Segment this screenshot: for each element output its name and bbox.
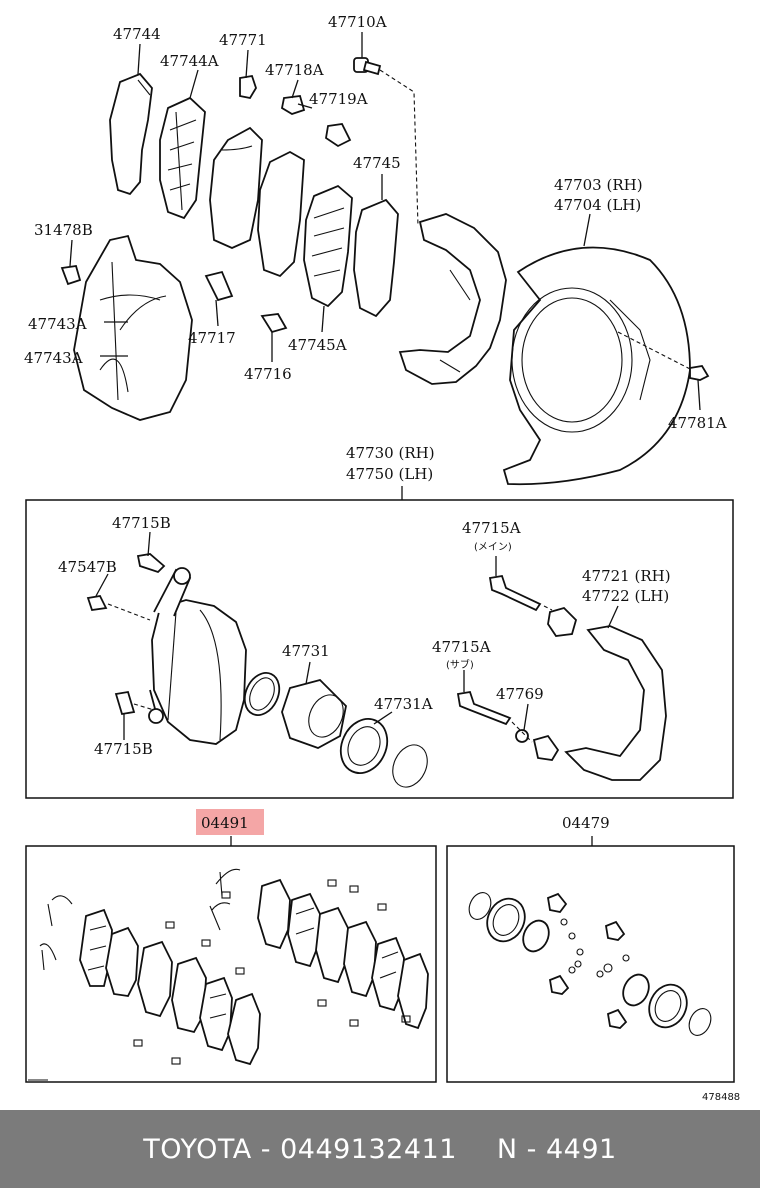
label-47704: 47704 (LH) — [554, 196, 641, 214]
clip-47718A — [280, 95, 306, 115]
label-47744A: 47744A — [160, 52, 219, 70]
label-47721: 47721 (RH) — [582, 567, 671, 585]
note-sub: (サブ) — [446, 658, 474, 671]
label-47745A: 47745A — [288, 336, 347, 354]
label-31478B: 31478B — [34, 221, 93, 239]
pad-inner — [209, 126, 263, 249]
seal-kit-box — [446, 845, 735, 1083]
clip-47771 — [239, 74, 257, 100]
dust-shield — [502, 246, 691, 486]
label-47703: 47703 (RH) — [554, 176, 643, 194]
piston-seal-47731 — [243, 672, 281, 716]
label-47743A-2: 47743A — [24, 349, 83, 367]
label-04479: 04479 — [562, 814, 610, 832]
mounting-bracket-top — [398, 213, 507, 385]
clip-47719A — [325, 123, 352, 148]
boot-47731A — [339, 718, 389, 774]
label-47730: 47730 (RH) — [346, 444, 435, 462]
bolt-47710A — [353, 57, 382, 76]
slide-pin-47715A-main — [488, 574, 542, 612]
label-47781A: 47781A — [668, 414, 727, 432]
pad-kit-contents — [28, 868, 429, 1081]
piston — [281, 678, 347, 749]
diagram-number: 478488 — [702, 1092, 740, 1103]
shim-47744A — [159, 96, 206, 220]
shim-47745A — [303, 184, 353, 308]
cylinder-body — [148, 567, 247, 745]
bolt-47547B — [86, 595, 108, 611]
bolt-47715B-bottom — [114, 690, 136, 716]
label-47745: 47745 — [353, 154, 401, 172]
footer-reference: N - 4491 — [496, 1133, 617, 1165]
note-main: (メイン) — [474, 542, 512, 553]
slide-pin-47715A-sub — [456, 690, 512, 726]
caliper-assembly-box — [25, 499, 734, 799]
clip-47717 — [204, 270, 234, 302]
footer-part-number: TOYOTA - 0449132411 — [143, 1133, 457, 1165]
clip-47716 — [260, 313, 288, 334]
label-47769: 47769 — [496, 685, 544, 703]
seal-kit-contents — [468, 892, 712, 1036]
bleeder-31478B — [60, 264, 82, 286]
footer-bar: TOYOTA - 0449132411 N - 4491 — [0, 1110, 760, 1188]
label-47715B-top: 47715B — [112, 514, 171, 532]
label-47715A-main: 47715A — [462, 519, 521, 537]
label-47717: 47717 — [188, 329, 236, 347]
label-47743A-1: 47743A — [28, 315, 87, 333]
label-47722: 47722 (LH) — [582, 587, 669, 605]
pin-boot-lower — [532, 734, 560, 761]
highlight-04491 — [196, 809, 264, 835]
label-04491[interactable]: 04491 — [201, 814, 249, 832]
pad-kit-box — [25, 845, 437, 1083]
label-47731: 47731 — [282, 642, 330, 660]
caliper-body-top — [73, 234, 193, 421]
label-47731A: 47731A — [374, 695, 433, 713]
label-47719A: 47719A — [309, 90, 368, 108]
label-47715B-bottom: 47715B — [94, 740, 153, 758]
label-47547B: 47547B — [58, 558, 117, 576]
pad-outer — [257, 150, 305, 278]
pin-boot — [547, 606, 578, 637]
label-47716: 47716 — [244, 365, 292, 383]
label-47718A: 47718A — [265, 61, 324, 79]
bolt-47781A — [689, 365, 710, 381]
bracket-47721 — [564, 625, 667, 781]
shim-47744 — [109, 72, 153, 196]
label-47771: 47771 — [219, 31, 267, 49]
label-47710A: 47710A — [328, 13, 387, 31]
shim-47745 — [353, 198, 399, 318]
ring — [392, 744, 428, 788]
label-47744: 47744 — [113, 25, 161, 43]
parts-diagram: 47744 47771 47710A 47744A 47718A 47719A … — [24, 13, 740, 1103]
label-47750: 47750 (LH) — [346, 465, 433, 483]
bushing-47769 — [515, 729, 529, 743]
bolt-47715B-top — [136, 553, 166, 574]
label-47715A-sub: 47715A — [432, 638, 491, 656]
